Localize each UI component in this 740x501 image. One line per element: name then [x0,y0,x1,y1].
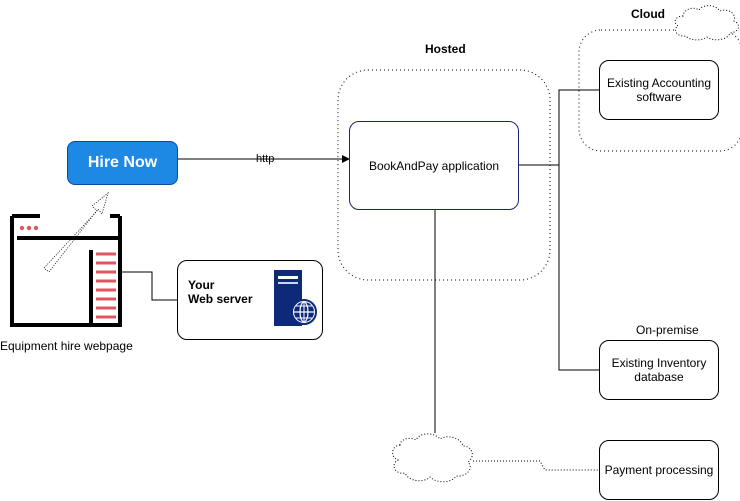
accounting-software-box[interactable]: Existing Accounting software [599,60,719,120]
webpage-to-button-arrow [43,191,109,273]
web-server-label-line2: Web server [188,292,253,306]
payment-label: Payment processing [604,463,714,477]
web-server-box[interactable]: Your Web server [177,260,323,340]
inventory-connector [558,165,599,371]
web-server-label-line1: Your [188,278,215,292]
web-server-label: Your Web server [188,278,252,306]
accounting-connector [519,89,599,166]
bookandpay-application-box[interactable]: BookAndPay application [349,121,519,210]
accounting-label-line1: Existing Accounting [606,76,712,90]
hosted-region-label: Hosted [425,42,466,56]
payment-processing-box[interactable]: Payment processing [599,440,719,500]
cloud-top-icon [674,5,739,41]
hosted-region [337,69,551,281]
inventory-database-box[interactable]: Existing Inventory database [599,340,719,400]
webserver-connector [120,271,178,301]
cloud-region-label: Cloud [631,7,665,21]
browser-window-icon [10,214,122,327]
cloud-bottom-icon [392,433,473,483]
inventory-label-line1: Existing Inventory [611,356,707,370]
equipment-webpage-label: Equipment hire webpage [0,339,133,353]
hire-now-button[interactable]: Hire Now [67,141,178,185]
accounting-label-line2: software [636,90,682,104]
bookandpay-label: BookAndPay application [368,158,500,173]
inventory-label-line2: database [634,370,684,384]
web-server-icon [274,270,317,326]
payment-dotted-connector [473,460,599,471]
on-premise-label: On-premise [636,323,699,337]
http-label: http [256,153,275,165]
